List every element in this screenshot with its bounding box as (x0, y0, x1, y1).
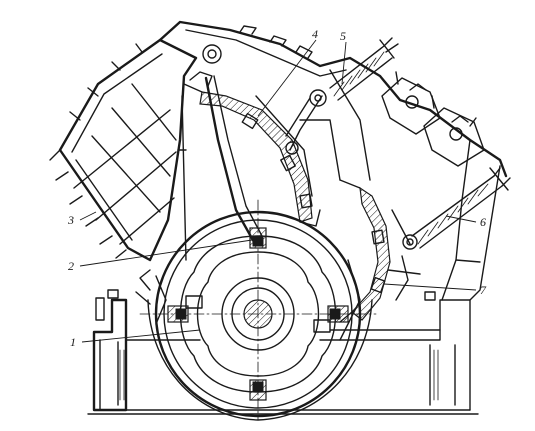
drive-units (381, 71, 485, 167)
spring-assembly-5 (285, 37, 399, 155)
side-frame (135, 69, 371, 341)
leader-lines (79, 39, 477, 343)
grate-arc (147, 299, 373, 421)
callout-labels: 1 2 3 4 5 6 7 (67, 27, 487, 349)
callout-2: 2 (68, 259, 74, 273)
breaker-plate-7 (339, 179, 421, 323)
callout-7: 7 (480, 283, 487, 297)
rotor (139, 199, 377, 421)
callout-5: 5 (340, 29, 346, 43)
top-housing (158, 20, 508, 301)
callout-6: 6 (480, 215, 486, 229)
spring-assembly-6 (402, 167, 511, 250)
feed-hopper (49, 38, 222, 262)
callout-3: 3 (67, 213, 74, 227)
breaker-plate-4 (183, 71, 321, 227)
callout-4: 4 (312, 27, 318, 41)
callout-1: 1 (70, 335, 76, 349)
